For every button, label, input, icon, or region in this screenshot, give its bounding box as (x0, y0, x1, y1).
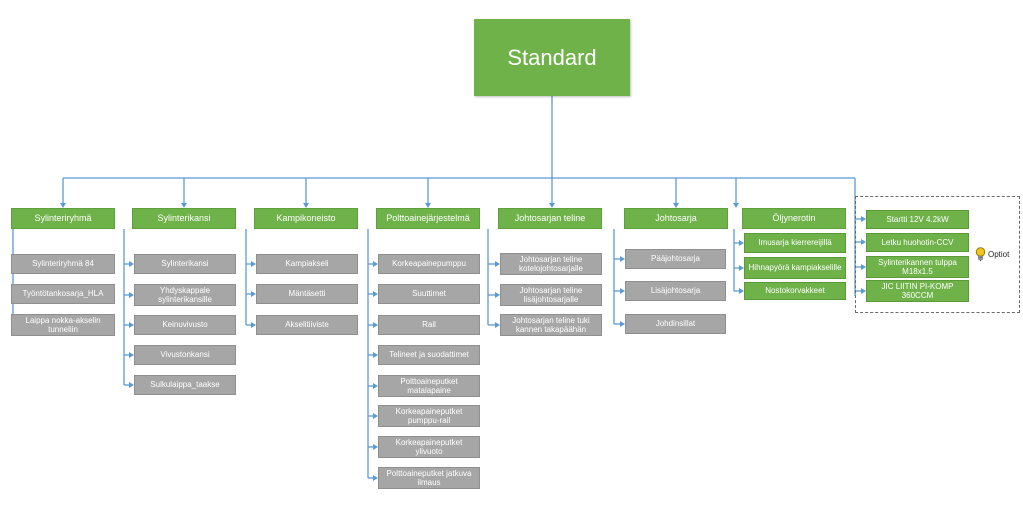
item-rail: Rail (378, 315, 480, 335)
options-legend: Optiot (975, 247, 1009, 262)
item-yhdyskappale: Yhdyskappale sylinterikansille (134, 284, 236, 306)
category-johtosarjan-teline: Johtosarjan teline (498, 208, 602, 229)
item-sulkulaippa: Sulkulaippa_taakse (134, 375, 236, 395)
category-sylinterikansi: Sylinterikansi (132, 208, 236, 229)
category-sylinteriryhma: Sylinteriryhmä (11, 208, 115, 229)
options-legend-label: Optiot (988, 250, 1010, 259)
option-jic-liitin: JIC LIITIN PI-KOMP 360CCM (866, 280, 969, 302)
item-keinuvivusto: Keinuvivusto (134, 315, 236, 335)
options-group (855, 196, 1020, 313)
item-tyontotankosarja: Työntötankosarja_HLA (11, 284, 115, 304)
item-lisajohtosarja: Lisäjohtosarja (625, 281, 726, 301)
category-oljynerotin: Öljynerotin (742, 208, 846, 229)
category-kampikoneisto: Kampikoneisto (254, 208, 358, 229)
item-vivustonkansi: Vivustonkansi (134, 345, 236, 365)
item-kampiakseli: Kampiakseli (256, 254, 358, 274)
item-akselitiiviste: Akselitiiviste (256, 315, 358, 335)
item-polttoaineputket-jatkuva-ilmaus: Polttoaineputket jatkuva ilmaus (378, 467, 480, 489)
item-teline-tuki: Johtosarjan teline tuki kannen takapäähä… (500, 314, 602, 336)
option-letku-huohotin: Letku huohotin-CCV (866, 233, 969, 252)
option-startti: Startti 12V 4.2kW (866, 210, 969, 229)
item-korkeapainepumppu: Korkeapainepumppu (378, 254, 480, 274)
item-teline-lisajohtosarjalle: Johtosarjan teline lisäjohtosarjalle (500, 284, 602, 306)
item-korkeapaineputket-pumppu-rail: Korkeapaineputket pumppu-rail (378, 405, 480, 427)
item-sylinteriryhma-84: Sylinteriryhmä 84 (11, 254, 115, 274)
option-sylinterikannen-tulppa: Sylinterikannen tulppa M18x1.5 (866, 256, 969, 278)
item-hihnapyora: Hihnapyörä kampiakselille (744, 257, 846, 279)
item-teline-kotelojohtosarjalle: Johtosarjan teline kotelojohtosarjalle (500, 253, 602, 275)
category-polttoainejarjestelma: Polttoainejärjestelmä (376, 208, 480, 229)
item-laippa-nokka-akselin: Laippa nokka-akselin tunneliin (11, 314, 115, 336)
item-johdinsillat: Johdinsillat (625, 314, 726, 334)
item-korkeapaineputket-ylivuoto: Korkeapaineputket ylivuoto (378, 436, 480, 458)
item-polttoaineputket-matalapaine: Polttoaineputket matalapaine (378, 375, 480, 397)
item-mantasetti: Mäntäsetti (256, 284, 358, 304)
item-imusarja: Imusarja kierrereijillä (744, 233, 846, 253)
item-suuttimet: Suuttimet (378, 284, 480, 304)
lightbulb-icon (975, 247, 986, 262)
category-johtosarja: Johtosarja (624, 208, 728, 229)
item-sylinterikansi: Sylinterikansi (134, 254, 236, 274)
item-nostokorvakkeet: Nostokorvakkeet (744, 282, 846, 300)
item-telineet-ja-suodattimet: Telineet ja suodattimet (378, 345, 480, 365)
root-node: Standard (474, 19, 630, 96)
item-paajohtosarja: Pääjohtosarja (625, 249, 726, 269)
